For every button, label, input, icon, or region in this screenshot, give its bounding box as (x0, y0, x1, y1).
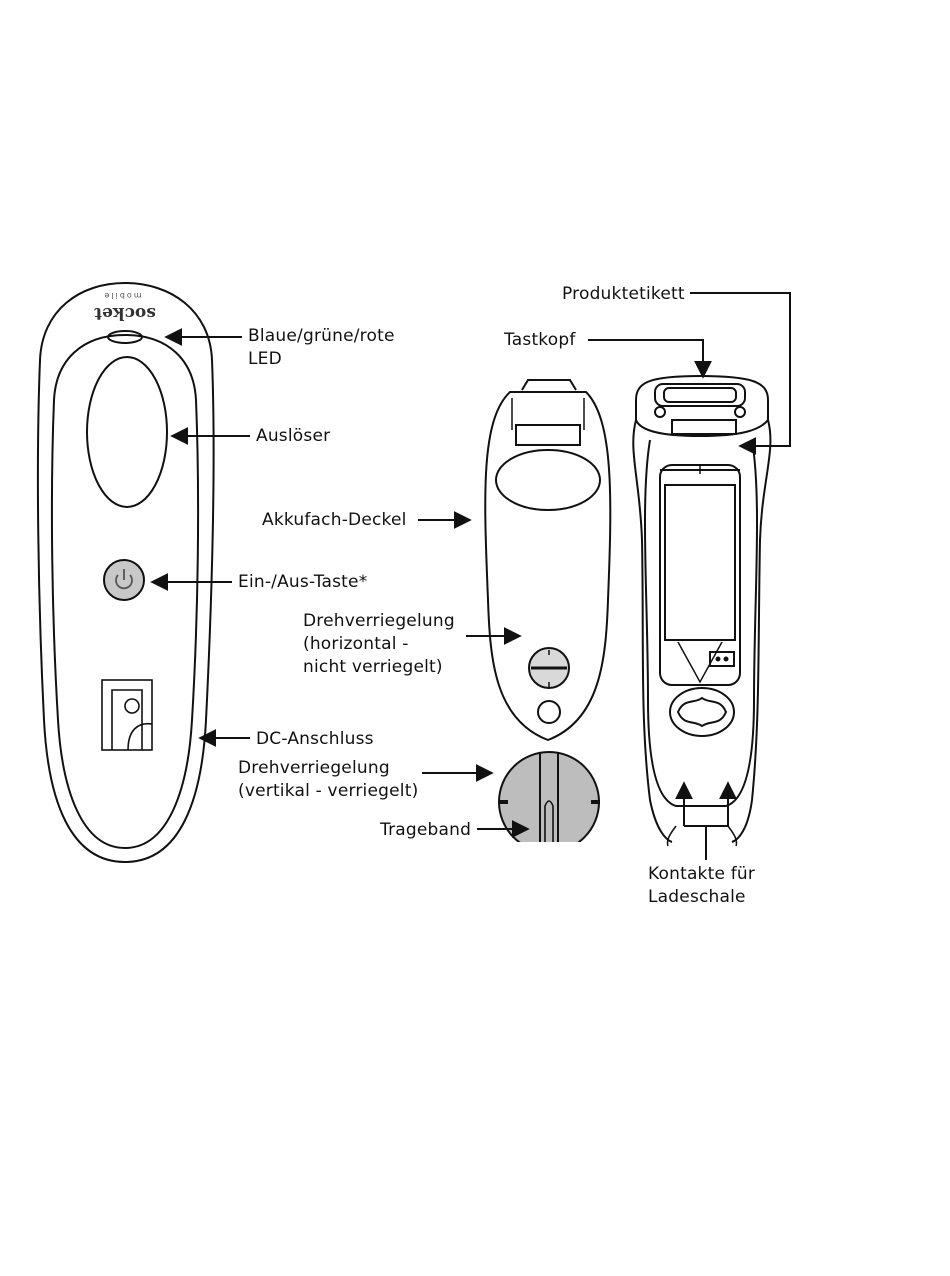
battery-connector (710, 652, 734, 666)
cover-window (496, 450, 600, 510)
cover-top-tab (522, 380, 576, 390)
dc-port-icon (102, 680, 152, 750)
brand-logo: socket (94, 303, 156, 323)
label-lock-vertical: Drehverriegelung (vertikal - verriegelt) (238, 757, 418, 803)
label-battery-cover: Akkufach-Deckel (262, 509, 407, 532)
cover-clip (516, 425, 580, 445)
arrow-contacts (684, 783, 728, 860)
inner-outer-body (633, 420, 770, 842)
battery-cover-view (485, 380, 610, 740)
scanner-front-view (38, 283, 214, 862)
label-contacts: Kontakte für Ladeschale (648, 863, 755, 909)
arrow-scan-head (588, 340, 703, 377)
product-label-area (672, 420, 736, 434)
label-trigger: Auslöser (256, 425, 330, 448)
twist-lock-vertical-detail (499, 752, 600, 852)
label-product-label: Produktetikett (562, 283, 685, 306)
label-power-button: Ein-/Aus-Taste* (238, 571, 367, 594)
inner-lock-recess (670, 688, 734, 736)
led-window (108, 331, 142, 343)
twist-lock-horizontal[interactable] (529, 648, 569, 688)
charging-contacts (667, 826, 736, 846)
label-led: Blaue/grüne/rote LED (248, 325, 395, 371)
lanyard-hole (538, 701, 560, 723)
label-lanyard: Trageband (380, 819, 471, 842)
brand-logo-subtext: mobile (102, 291, 141, 300)
trigger-button[interactable] (87, 357, 167, 507)
label-scan-head: Tastkopf (504, 329, 576, 352)
label-dc-port: DC-Anschluss (256, 728, 374, 751)
label-lock-horizontal: Drehverriegelung (horizontal - nicht ver… (303, 610, 455, 679)
arrow-product-label (690, 293, 790, 446)
